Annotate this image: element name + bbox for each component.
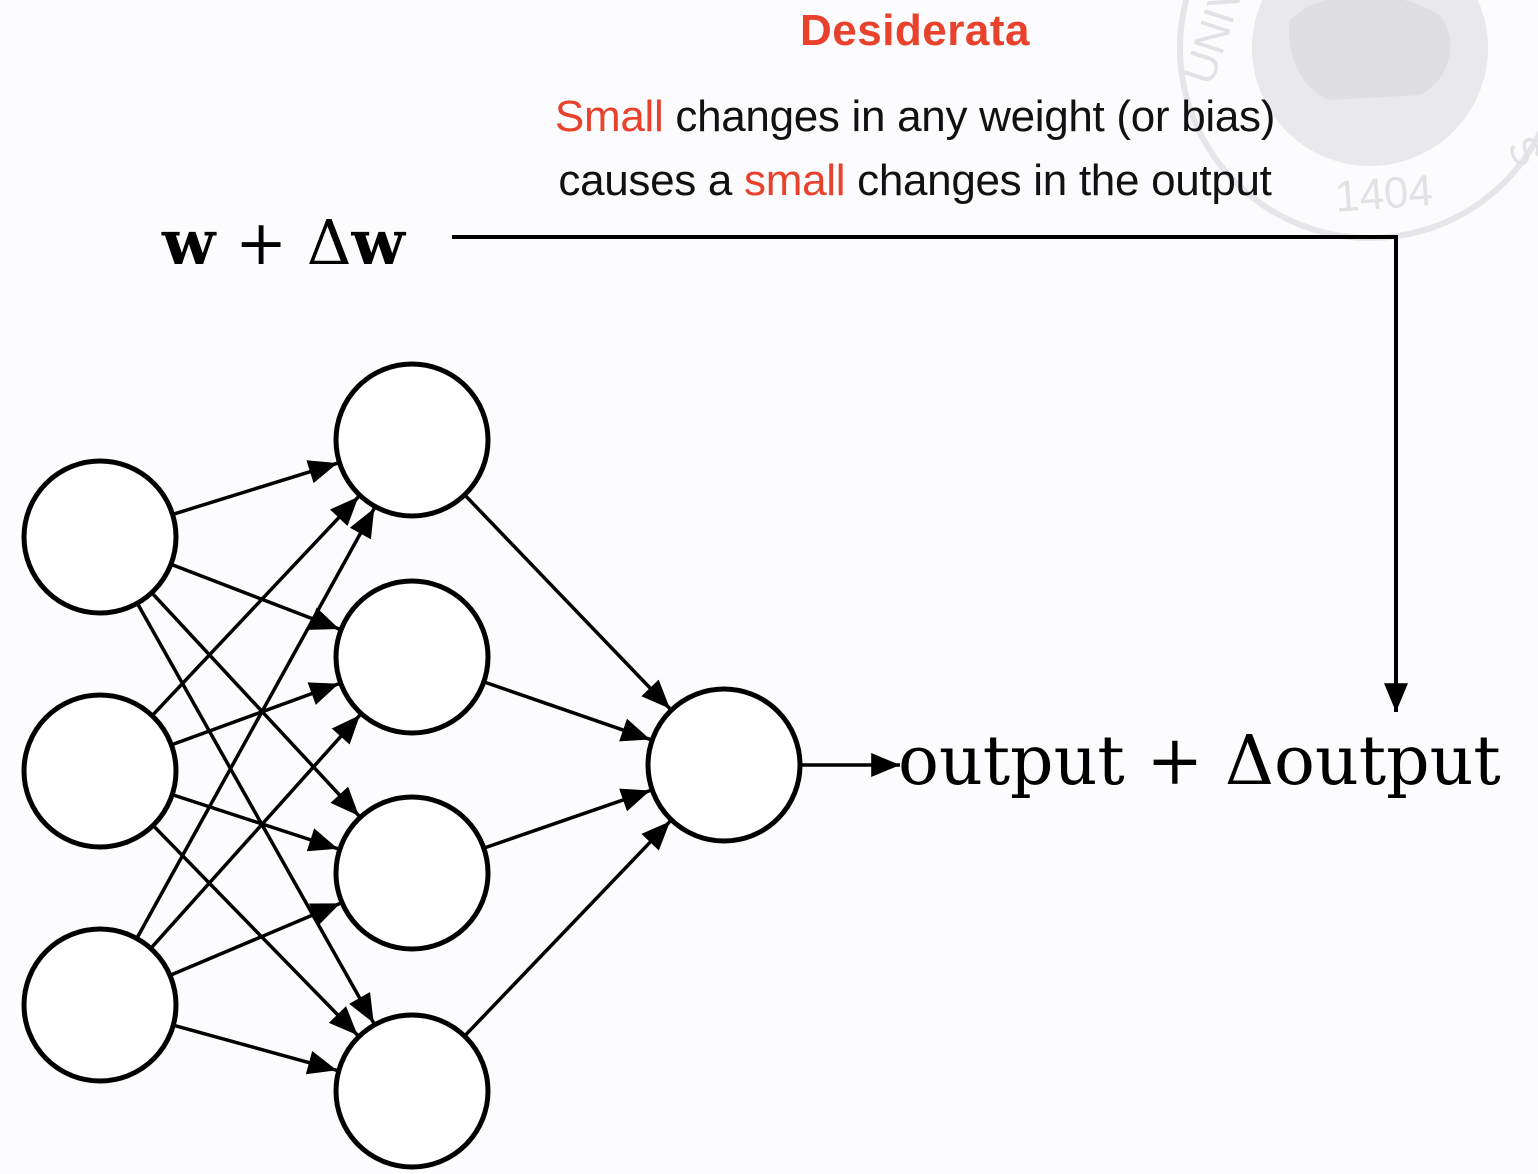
edge-input-3-to-hidden-4 (172, 1023, 338, 1075)
description-line-2: causes a small changes in the output (470, 156, 1360, 206)
edge-input-3-to-hidden-1 (135, 507, 376, 940)
edge-input-2-to-hidden-3 (171, 792, 339, 852)
weight-change-connector (452, 235, 1408, 712)
output-neuron (645, 686, 803, 844)
input-neuron-2 (21, 692, 179, 850)
network-connections (135, 460, 900, 1075)
edge-input-2-to-hidden-2 (170, 682, 340, 747)
edge-input-3-to-hidden-3 (169, 901, 341, 977)
input-neuron-3 (21, 926, 179, 1084)
hidden-neuron-1 (333, 361, 491, 519)
description-line-2-text: changes in the output (845, 156, 1272, 205)
weight-change-label: w + Δw (162, 206, 405, 279)
input-neuron-1 (21, 458, 179, 616)
hidden-neuron-3 (333, 794, 491, 952)
slide-title: Desiderata (799, 6, 1030, 55)
edge-input-2-to-hidden-1 (150, 495, 360, 717)
highlight-small-1: Small (554, 92, 664, 141)
edge-hidden-2-to-output (483, 680, 651, 742)
description-line-2-prefix: causes a (558, 156, 745, 205)
edge-hidden-3-to-output (483, 788, 651, 850)
hidden-neuron-4 (333, 1012, 491, 1170)
description-line-1: Small changes in any weight (or bias) (470, 92, 1360, 142)
network-neurons (21, 361, 803, 1170)
hidden-neuron-2 (333, 578, 491, 736)
watermark-year: 1404 (1333, 166, 1434, 222)
edge-input-1-to-hidden-1 (172, 460, 339, 517)
output-change-label: output + Δoutput (898, 722, 1501, 801)
edge-input-1-to-hidden-4 (135, 602, 376, 1024)
weight-symbol-2: w (351, 206, 405, 279)
watermark-side: S (1499, 129, 1538, 174)
edge-input-3-to-hidden-2 (149, 713, 362, 950)
edge-hidden-1-to-output (463, 493, 672, 710)
edge-input-2-to-hidden-4 (151, 824, 359, 1037)
plus-delta-operator: + Δ (215, 206, 352, 279)
edge-hidden-4-to-output (463, 820, 672, 1038)
highlight-small-2: small (744, 156, 846, 205)
edge-input-1-to-hidden-3 (150, 591, 361, 818)
edge-input-1-to-hidden-2 (170, 562, 340, 631)
description-line-1-text: changes in any weight (or bias) (663, 92, 1276, 141)
weight-symbol: w (162, 206, 216, 279)
